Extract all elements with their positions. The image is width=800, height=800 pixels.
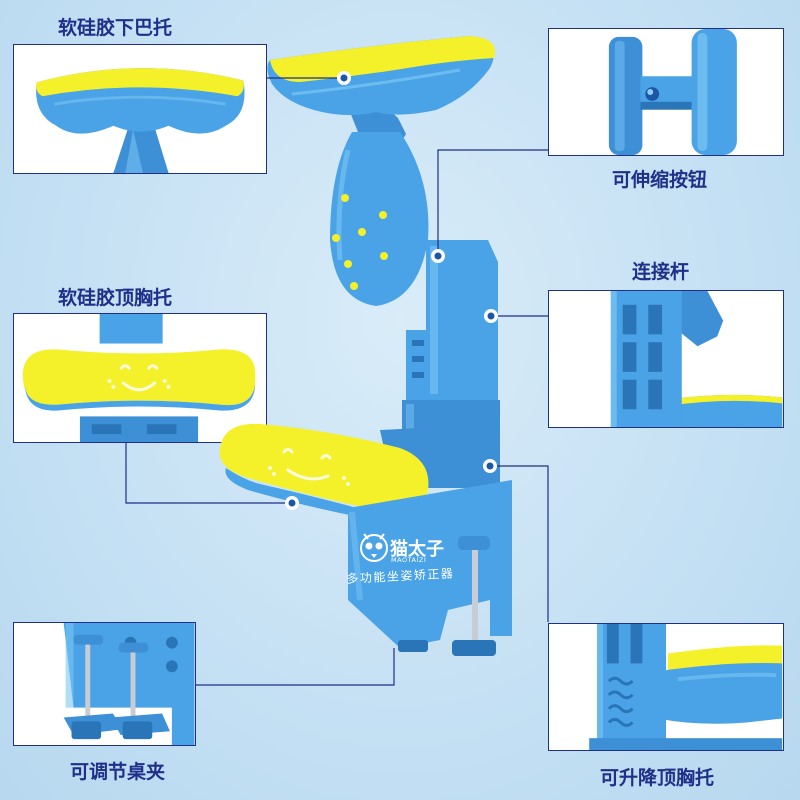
detail-box-chin-rest — [13, 44, 267, 174]
owl-logo-icon — [360, 533, 388, 562]
lift-chest-rest-detail-illustration — [589, 624, 783, 750]
label-chest-rest: 软硅胶顶胸托 — [58, 287, 173, 309]
label-lift-chest-rest: 可升降顶胸托 — [600, 767, 715, 789]
detail-box-telescopic-button — [548, 28, 784, 156]
brand-name: 猫太子 — [390, 539, 444, 560]
label-chin-rest: 软硅胶下巴托 — [58, 17, 173, 39]
chest-rest-detail-illustration — [22, 314, 256, 442]
brand-sub: MAOTAIZI — [391, 556, 427, 564]
label-connecting-rod: 连接杆 — [632, 261, 690, 283]
callout-markers — [285, 71, 498, 510]
telescopic-button-detail-illustration — [608, 29, 737, 155]
desk-clamp-detail-illustration — [63, 623, 195, 745]
connecting-rod-detail-illustration — [610, 291, 783, 427]
detail-box-chest-rest — [13, 313, 267, 443]
detail-box-connecting-rod — [548, 290, 784, 428]
chin-rest-detail-illustration — [36, 68, 245, 173]
label-desk-clamp: 可调节桌夹 — [70, 761, 166, 783]
detail-box-lift-chest-rest — [548, 623, 784, 751]
label-telescopic-button: 可伸缩按钮 — [612, 169, 708, 191]
detail-box-desk-clamp — [13, 622, 196, 746]
